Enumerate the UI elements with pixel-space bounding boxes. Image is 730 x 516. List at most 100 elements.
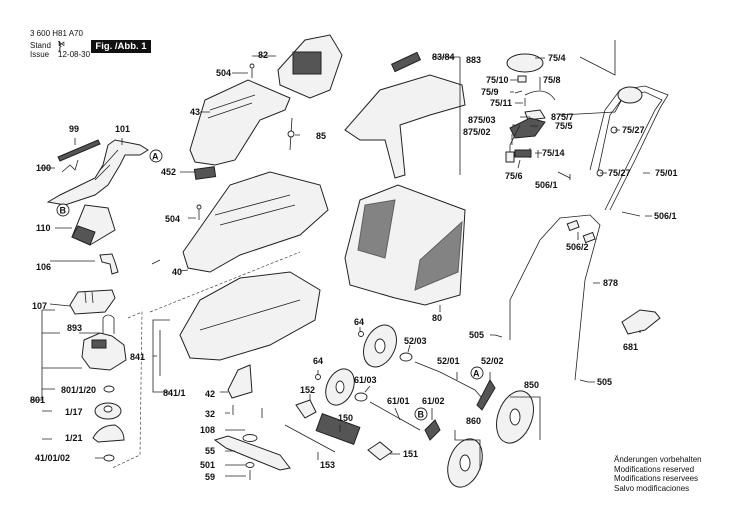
callout-83-84: 83/84 [432,52,455,62]
callout-75-8: 75/8 [543,75,561,85]
modification-notes: Änderungen vorbehalten Modifications res… [614,455,702,493]
callout-75-14: 75/14 [542,148,565,158]
callout-52-03: 52/03 [404,336,427,346]
part-61-02-lever [424,419,441,441]
callout-506-1-lower: 506/1 [654,211,677,221]
part-61-01-axle [369,401,421,431]
ref-a-text: A [152,152,159,162]
part-506-1-bolt-lower [621,211,641,217]
brace-icon: } [58,40,62,52]
callout-75-10: 75/10 [486,75,509,85]
callout-64-lower: 64 [313,356,323,366]
callout-505-left: 505 [469,330,484,340]
callout-80: 80 [432,313,442,323]
part-52-03-wheel-rear [363,324,397,368]
part-75-9-pin [514,90,523,94]
part-1-21-belt [92,424,125,443]
part-75-01-upper-handle [589,85,669,211]
callout-61-01: 61/01 [387,396,410,406]
part-75-10-clip [517,75,527,83]
part-506-1-bolt-upper [557,171,571,179]
callout-801-1-20: 801/1/20 [61,385,96,395]
part-106-bracket [99,253,119,275]
part-151-bracket [367,441,393,461]
callout-106: 106 [36,262,51,272]
callout-506-2: 506/2 [566,242,589,252]
callout-153: 153 [320,460,335,470]
callout-82: 82 [258,50,268,60]
part-32-screws [232,405,263,418]
part-850-wheel [496,390,534,444]
part-52-03-bushing [399,352,413,362]
part-893-cable [102,314,115,334]
callout-99: 99 [69,124,79,134]
callout-506-1-upper: 506/1 [535,180,558,190]
part-64-nut-a [358,331,364,337]
part-75-6-clamp [514,149,532,158]
part-64-nut-b [315,374,321,380]
callout-61-03: 61/03 [354,375,377,385]
issue-date: 12-08-30 [58,50,91,59]
callout-85: 85 [316,131,326,141]
callout-42: 42 [205,389,215,399]
part-101-lever [46,139,149,206]
part-41-01-02-washer [103,454,115,462]
callout-841: 841 [130,352,145,362]
part-150-roller [315,413,361,445]
part-860-wheel [447,438,483,488]
callout-43: 43 [190,107,200,117]
callout-101: 101 [115,124,130,134]
part-841-chassis [179,271,321,361]
callout-75-27-lower: 75/27 [608,168,631,178]
callout-32: 32 [205,409,215,419]
part-99-strip [57,139,101,162]
revision-mark-icon: ⋈ [58,41,65,48]
callout-108: 108 [200,425,215,435]
callout-452: 452 [161,167,176,177]
callout-100: 100 [36,163,51,173]
callout-59: 59 [205,472,215,482]
part-52-02-lever [476,378,496,411]
callout-878: 878 [603,278,618,288]
part-506-2-knobs [566,219,596,244]
callout-1-17: 1/17 [65,407,83,417]
callout-75-9: 75/9 [481,87,499,97]
callout-75-6: 75/6 [505,171,523,181]
callout-75-4: 75/4 [548,53,566,63]
note-fr: Modifications reservees [614,474,699,483]
part-883-box-lid [344,74,466,179]
callout-40: 40 [172,267,182,277]
note-es: Salvo modificaciones [614,483,690,493]
callout-75-27-upper: 75/27 [622,125,645,135]
note-de: Änderungen vorbehalten [614,455,702,464]
callout-150: 150 [338,413,353,423]
part-875-02-cable [505,124,521,163]
callout-681: 681 [623,342,638,352]
part-55-blade [213,435,291,471]
callout-883: 883 [466,55,481,65]
callout-64-upper: 64 [354,317,364,327]
callout-75-11: 75/11 [490,98,512,108]
callout-55: 55 [205,446,215,456]
part-110-cover [71,204,116,246]
callout-152: 152 [300,385,315,395]
callout-52-02: 52/02 [481,356,504,366]
callout-504-top: 504 [216,68,231,78]
callout-875-7: 875/7 [551,112,574,122]
figure-label: Fig. /Abb. 1 [91,40,151,53]
callout-893: 893 [67,323,82,333]
ref-b-text: B [418,410,425,420]
callout-504-mid: 504 [165,214,180,224]
callout-151: 151 [403,449,418,459]
callout-801: 801 [30,395,45,405]
part-505-screw-left [494,334,503,338]
part-504-screw-top [249,63,255,78]
part-100-spring [61,159,79,173]
part-153-rod [284,424,336,453]
part-75-4-cap [506,53,544,73]
part-80-grass-box [344,184,466,306]
callout-75-01: 75/01 [655,168,678,178]
callout-850: 850 [524,380,539,390]
part-108-washer [242,434,258,442]
